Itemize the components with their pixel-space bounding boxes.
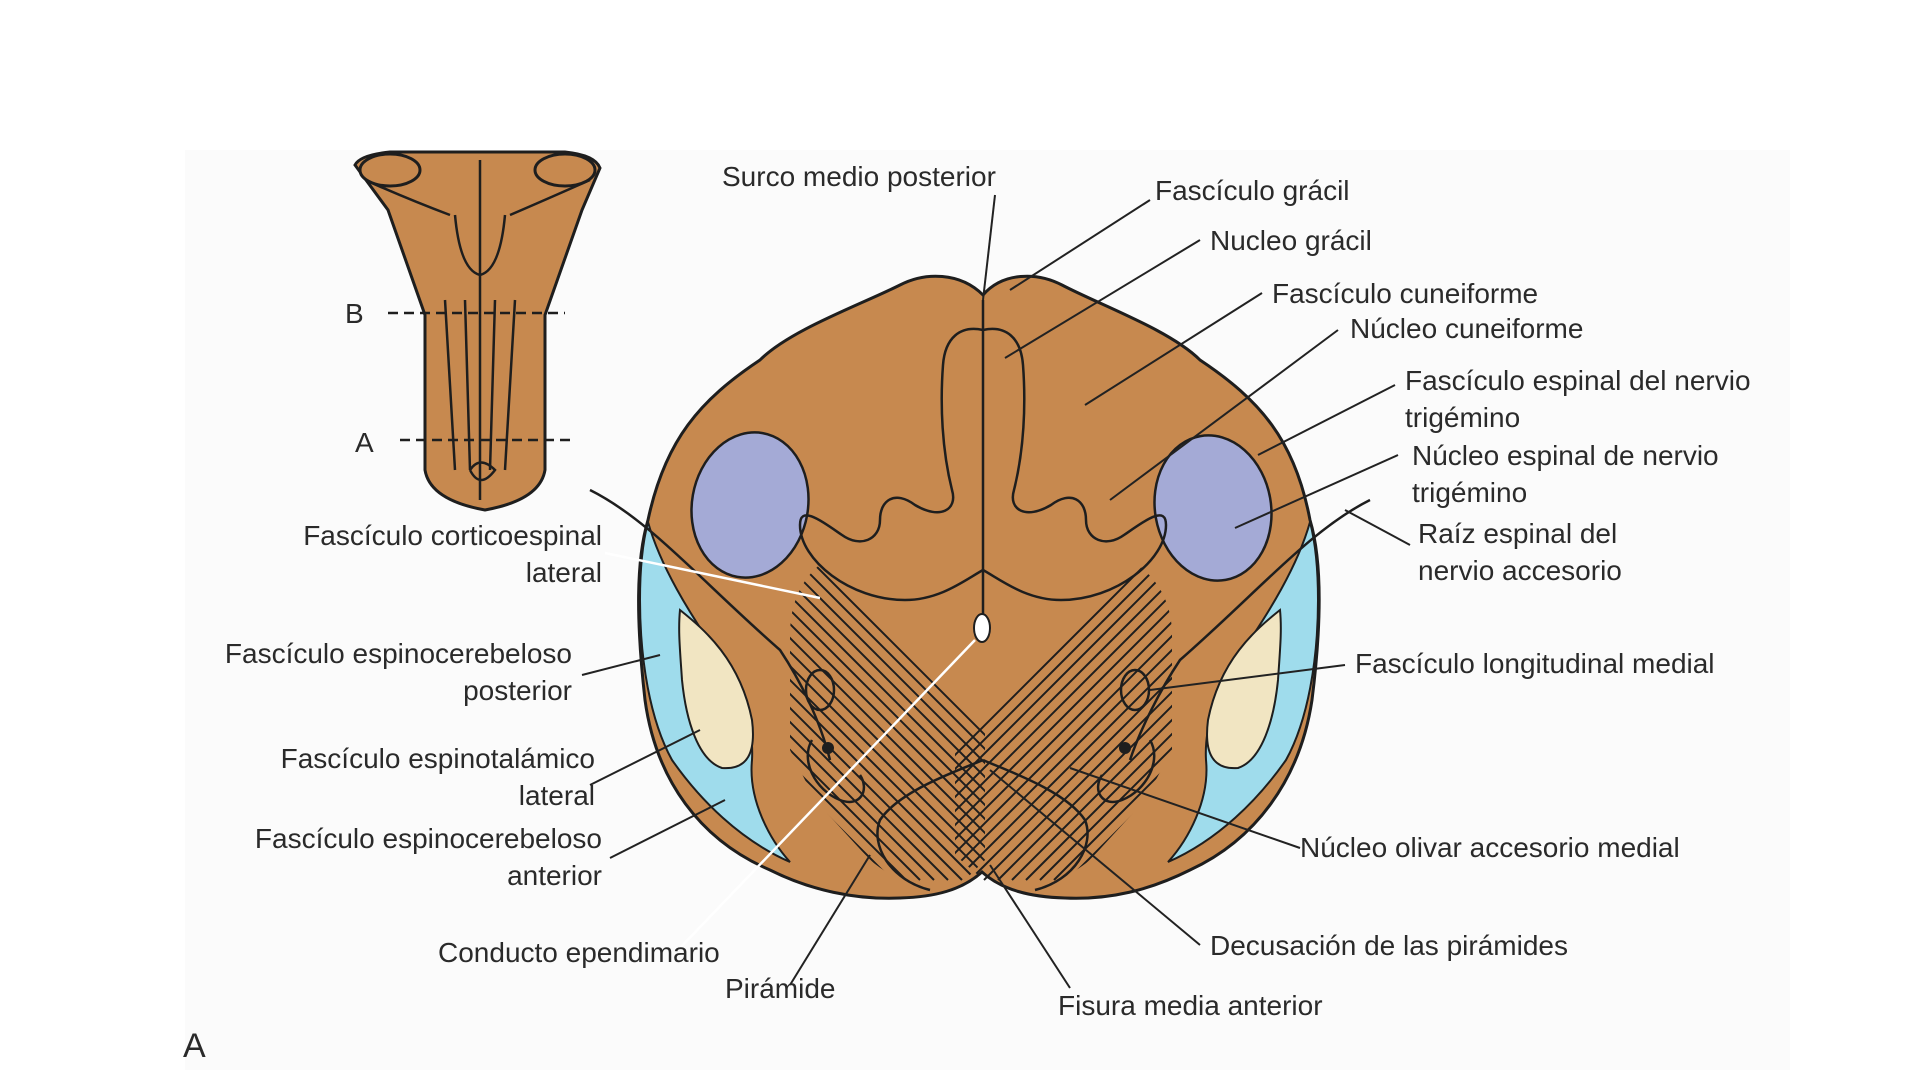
panel-letter: A <box>183 1027 206 1065</box>
label-fisura-media-anterior: Fisura media anterior <box>1058 990 1323 1021</box>
label-corticoespinal-lateral-1: Fascículo corticoespinal <box>303 520 602 551</box>
label-espinotalamico-lateral-1: Fascículo espinotalámico <box>281 743 595 774</box>
label-piramide: Pirámide <box>725 973 835 1004</box>
label-espinocerebeloso-posterior-1: Fascículo espinocerebeloso <box>225 638 572 669</box>
label-espinocerebeloso-anterior-2: anterior <box>507 860 602 891</box>
label-fasciculo-cuneiforme: Fascículo cuneiforme <box>1272 278 1538 309</box>
label-nucleo-espinal-trigemino-1: Núcleo espinal de nervio <box>1412 440 1719 471</box>
section-marker-a: A <box>355 427 374 458</box>
label-conducto-ependimario: Conducto ependimario <box>438 937 720 968</box>
label-fasciculo-gracil: Fascículo grácil <box>1155 175 1350 206</box>
label-fasciculo-espinal-trigemino-1: Fascículo espinal del nervio <box>1405 365 1751 396</box>
label-espinocerebeloso-anterior-1: Fascículo espinocerebeloso <box>255 823 602 854</box>
label-nucleo-olivar-accesorio-medial: Núcleo olivar accesorio medial <box>1300 832 1680 863</box>
label-fasciculo-espinal-trigemino-2: trigémino <box>1405 402 1520 433</box>
label-raiz-espinal-accesorio-1: Raíz espinal del <box>1418 518 1617 549</box>
central-canal <box>974 614 990 642</box>
label-nucleo-cuneiforme: Núcleo cuneiforme <box>1350 313 1583 344</box>
label-raiz-espinal-accesorio-2: nervio accesorio <box>1418 555 1622 586</box>
label-nucleo-espinal-trigemino-2: trigémino <box>1412 477 1527 508</box>
label-fasciculo-longitudinal-medial: Fascículo longitudinal medial <box>1355 648 1715 679</box>
label-nucleo-gracil: Nucleo grácil <box>1210 225 1372 256</box>
label-surco-medio-posterior: Surco medio posterior <box>722 161 996 192</box>
label-espinocerebeloso-posterior-2: posterior <box>463 675 572 706</box>
label-corticoespinal-lateral-2: lateral <box>526 557 602 588</box>
label-espinotalamico-lateral-2: lateral <box>519 780 595 811</box>
section-marker-b: B <box>345 298 364 329</box>
label-decusacion-piramides: Decusación de las pirámides <box>1210 930 1568 961</box>
